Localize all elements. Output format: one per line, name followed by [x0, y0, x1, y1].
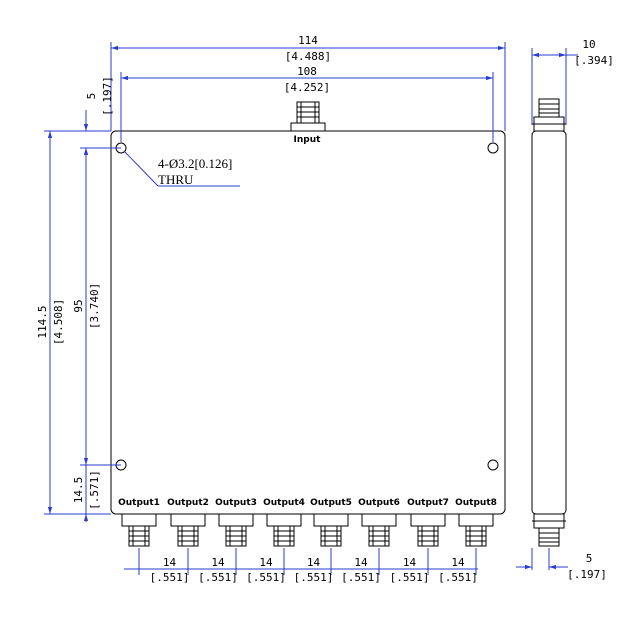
output-connector: [170, 513, 206, 547]
pitch-value: 14: [163, 556, 177, 569]
dim-value-inch: [.571]: [88, 470, 101, 510]
side-view-body: [531, 130, 567, 515]
side-output-connector: [532, 513, 566, 547]
pitch-value: 14: [259, 556, 273, 569]
dim-value-inch: [4.252]: [284, 81, 330, 94]
output-port-label: Output6: [358, 498, 400, 508]
dim-side-connector-offset: 5 [.197]: [516, 548, 607, 581]
output-pitch-dims: 14 [.551] 14 [.551] 14 [.551] 14 [.551] 14 [.551]…: [124, 548, 478, 584]
output-connector: [313, 513, 349, 547]
pitch-value: 14: [451, 556, 465, 569]
pitch-value: 14: [354, 556, 368, 569]
side-input-connector: [532, 98, 566, 132]
hole-note: 4-Ø3.2[0.126] THRU: [123, 150, 240, 187]
mounting-hole-bottom-right: [487, 459, 499, 471]
dim-overall-height: 114.5 [4.508]: [36, 130, 111, 515]
output-connector: [266, 513, 302, 547]
dim-value-inch: [.394]: [574, 54, 614, 67]
output-port-label: Output4: [263, 498, 305, 508]
hole-note-size: 4-Ø3.2[0.126]: [158, 156, 232, 171]
output-port-label: Output5: [310, 498, 352, 508]
dim-bottom-offset: 14.5 [.571]: [72, 465, 101, 522]
dim-value-inch: [.197]: [567, 568, 607, 581]
output-connector: [410, 513, 446, 547]
dim-hole-spacing-width: 108 [4.252]: [120, 65, 494, 142]
output-connector: [121, 513, 157, 547]
dim-value-inch: [.197]: [101, 76, 114, 116]
front-view-body: [110, 130, 506, 515]
mounting-hole-top-right: [487, 142, 499, 154]
pitch-value-inch: [.551]: [438, 571, 478, 584]
pitch-value: 14: [211, 556, 225, 569]
dim-hole-spacing-height: 95 [3.740]: [72, 148, 121, 466]
dim-value-inch: [4.508]: [52, 299, 65, 345]
pitch-value: 14: [403, 556, 417, 569]
pitch-value-inch: [.551]: [198, 571, 238, 584]
output-port-label: Output2: [167, 498, 209, 508]
dim-value: 5: [85, 93, 98, 100]
pitch-value-inch: [.551]: [246, 571, 286, 584]
output-connector: [458, 513, 494, 547]
dim-value: 14.5: [72, 477, 85, 504]
pitch-value: 14: [307, 556, 321, 569]
dim-value: 5: [586, 552, 593, 565]
output-connectors: [121, 513, 494, 547]
output-labels: Output1 Output2 Output3 Output4 Output5 …: [118, 498, 497, 508]
dim-value: 95: [72, 299, 85, 312]
dim-value: 108: [297, 65, 317, 78]
pitch-value-inch: [.551]: [390, 571, 430, 584]
output-port-label: Output3: [215, 498, 257, 508]
dim-value-inch: [4.488]: [285, 50, 331, 63]
dim-value: 114: [298, 34, 318, 47]
dim-overall-width: 114 [4.488]: [110, 34, 506, 131]
output-port-label: Output1: [118, 498, 160, 508]
output-connector: [218, 513, 254, 547]
output-port-label: Output7: [407, 498, 449, 508]
dim-value-inch: [3.740]: [88, 283, 101, 329]
pitch-value-inch: [.551]: [341, 571, 381, 584]
dim-thickness: 10 [.394]: [531, 38, 614, 125]
pitch-value-inch: [.551]: [294, 571, 334, 584]
dim-value: 10: [582, 38, 595, 51]
hole-note-thru: THRU: [158, 172, 194, 187]
output-port-label: Output8: [455, 498, 497, 508]
input-port-label: Input: [294, 135, 322, 145]
output-connector: [361, 513, 397, 547]
input-connector: [290, 101, 326, 132]
dim-value: 114.5: [36, 305, 49, 338]
pitch-value-inch: [.551]: [150, 571, 190, 584]
